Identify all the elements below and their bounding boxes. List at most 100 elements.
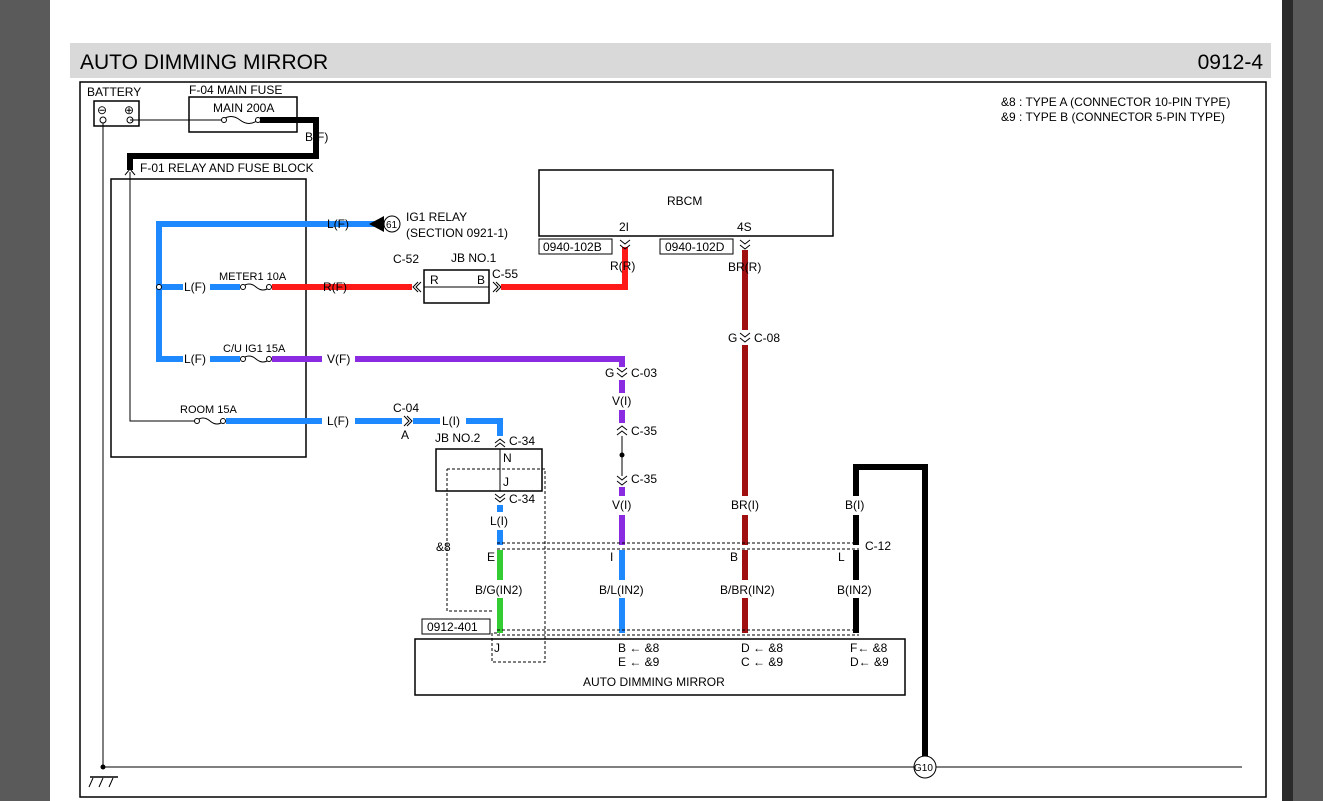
jb2-pin-bottom: J [503, 475, 509, 489]
v-i-bot-label: V(I) [612, 498, 631, 512]
rbcm-ref-box-1 [538, 238, 613, 255]
c04-label: C-04 [393, 401, 419, 415]
main-fuse-box [188, 96, 298, 133]
mirror-label: AUTO DIMMING MIRROR [583, 675, 725, 689]
room-feed-line [129, 172, 196, 422]
c52-conn-symbol [412, 281, 422, 293]
rbcm-ref-2: 0940-102D [665, 240, 725, 254]
ground-label: G10 [914, 763, 933, 774]
meter-fuse-pin-b [266, 284, 272, 290]
ground-hatch-3 [108, 777, 114, 788]
main-fuse-element [221, 116, 259, 124]
jb2-conn-top [494, 438, 506, 448]
c35a-label: C-35 [631, 424, 657, 438]
main-fuse-wire: B(F) [305, 130, 328, 144]
wire-ig1-bus [156, 221, 376, 362]
rbcm-wire-1: R(R) [610, 259, 635, 273]
main-fuse-pin-a [221, 117, 227, 123]
b-i-label: B(I) [845, 498, 864, 512]
note-type-b: &9 : TYPE B (CONNECTOR 5-PIN TYPE) [1001, 110, 1225, 124]
right-scrollbar[interactable] [1282, 0, 1293, 801]
wire-v-f [355, 356, 625, 367]
lower-wire-4: B(IN2) [837, 583, 872, 597]
battery-terminal-neg [99, 116, 107, 124]
option-tag: &8 [436, 540, 451, 554]
rbcm-conn-1 [619, 239, 631, 250]
wire-rr [501, 247, 628, 290]
battery-label: BATTERY [87, 85, 141, 99]
jb1-pin-left: R [430, 273, 439, 287]
c12-pin-e: E [487, 550, 495, 564]
cu-fuse-pin-a [240, 356, 246, 362]
jb2-conn-bottom [494, 493, 506, 503]
jb2-conn-top-label: C-34 [509, 434, 535, 448]
battery-symbol [93, 100, 140, 127]
c08-conn [739, 332, 751, 343]
meter-out-label: R(F) [323, 280, 347, 294]
c12-pin-b: B [730, 550, 738, 564]
ground-hatch-1 [88, 777, 94, 788]
option-ref: 0912-401 [427, 620, 478, 634]
jb1-pin-right: B [477, 273, 485, 287]
rbcm-conn-2 [739, 239, 751, 250]
br-i-label: BR(I) [731, 498, 759, 512]
c04-pin: A [401, 428, 409, 442]
jb1-conn-left: C-52 [393, 252, 419, 266]
rbcm-label: RBCM [667, 194, 702, 208]
jb2-conn-bottom-label: C-34 [509, 492, 535, 506]
jb1-conn-right: C-55 [492, 267, 518, 281]
page-title: AUTO DIMMING MIRROR [80, 51, 329, 74]
c35b-conn [616, 475, 628, 486]
rbcm-ref-box-2 [659, 238, 734, 255]
ig1-ref-circle [383, 215, 401, 233]
jb2-pin-top: N [503, 451, 512, 465]
ground-g10 [913, 755, 937, 779]
lower-wire-3: B/BR(IN2) [720, 583, 775, 597]
ig1-wire-label: L(F) [327, 217, 349, 231]
room-fuse-pin-b [220, 418, 226, 424]
c03-pin: G [605, 366, 614, 380]
battery-plus: ⊕ [124, 103, 134, 117]
meter-in-label: L(F) [184, 280, 206, 294]
mirror-pin-4a: F← &8 [850, 641, 888, 655]
mirror-pin-3a: D ← &8 [741, 641, 783, 655]
relay-block-label: F-01 RELAY AND FUSE BLOCK [140, 161, 314, 175]
wire-main-bf [127, 117, 319, 170]
option-dashed-box [446, 468, 546, 663]
c03-conn [616, 367, 628, 378]
c03-label: C-03 [631, 366, 657, 380]
mirror-pin-2a: B ← &8 [618, 641, 660, 655]
ig1-relay-name: IG1 RELAY [406, 210, 467, 224]
v-i-top-label: V(I) [612, 394, 631, 408]
cu-fuse-pin-b [266, 356, 272, 362]
l-i-label: L(I) [442, 414, 460, 428]
cu-fuse-icon [241, 355, 271, 363]
c08-pin: G [728, 331, 737, 345]
lower-wire-2: B/L(IN2) [599, 583, 644, 597]
c12-pin-l: L [838, 550, 845, 564]
page-code: 0912-4 [1197, 51, 1263, 74]
battery-minus: ⊖ [97, 103, 107, 117]
rbcm-ref-1: 0940-102B [543, 240, 602, 254]
ground-node [100, 764, 106, 770]
ig1-arrow [369, 216, 384, 232]
main-fuse-rating: MAIN 200A [213, 101, 274, 115]
rbcm-pin-1: 2I [619, 220, 629, 234]
note-type-a: &8 : TYPE A (CONNECTOR 10-PIN TYPE) [1001, 95, 1230, 109]
jb2-label: JB NO.2 [435, 431, 481, 445]
c08-label: C-08 [754, 331, 780, 345]
meter-fuse-label: METER1 10A [219, 271, 287, 283]
bus-junction [156, 284, 162, 290]
wire-b-i-ground [853, 464, 928, 757]
rbcm-box [538, 169, 834, 237]
room-fuse-pin-a [194, 418, 200, 424]
auto-dimming-mirror-box [414, 638, 906, 696]
c04-conn [403, 415, 413, 427]
cu-fuse-label: C/U IG1 15A [223, 343, 286, 355]
jb2-box [435, 448, 543, 492]
wire-l-i-b [466, 418, 503, 436]
rbcm-wire-2: BR(R) [728, 260, 761, 274]
option-ref-box [421, 618, 491, 635]
main-fuse-label: F-04 MAIN FUSE [189, 83, 282, 97]
jb1-label: JB NO.1 [451, 251, 497, 265]
